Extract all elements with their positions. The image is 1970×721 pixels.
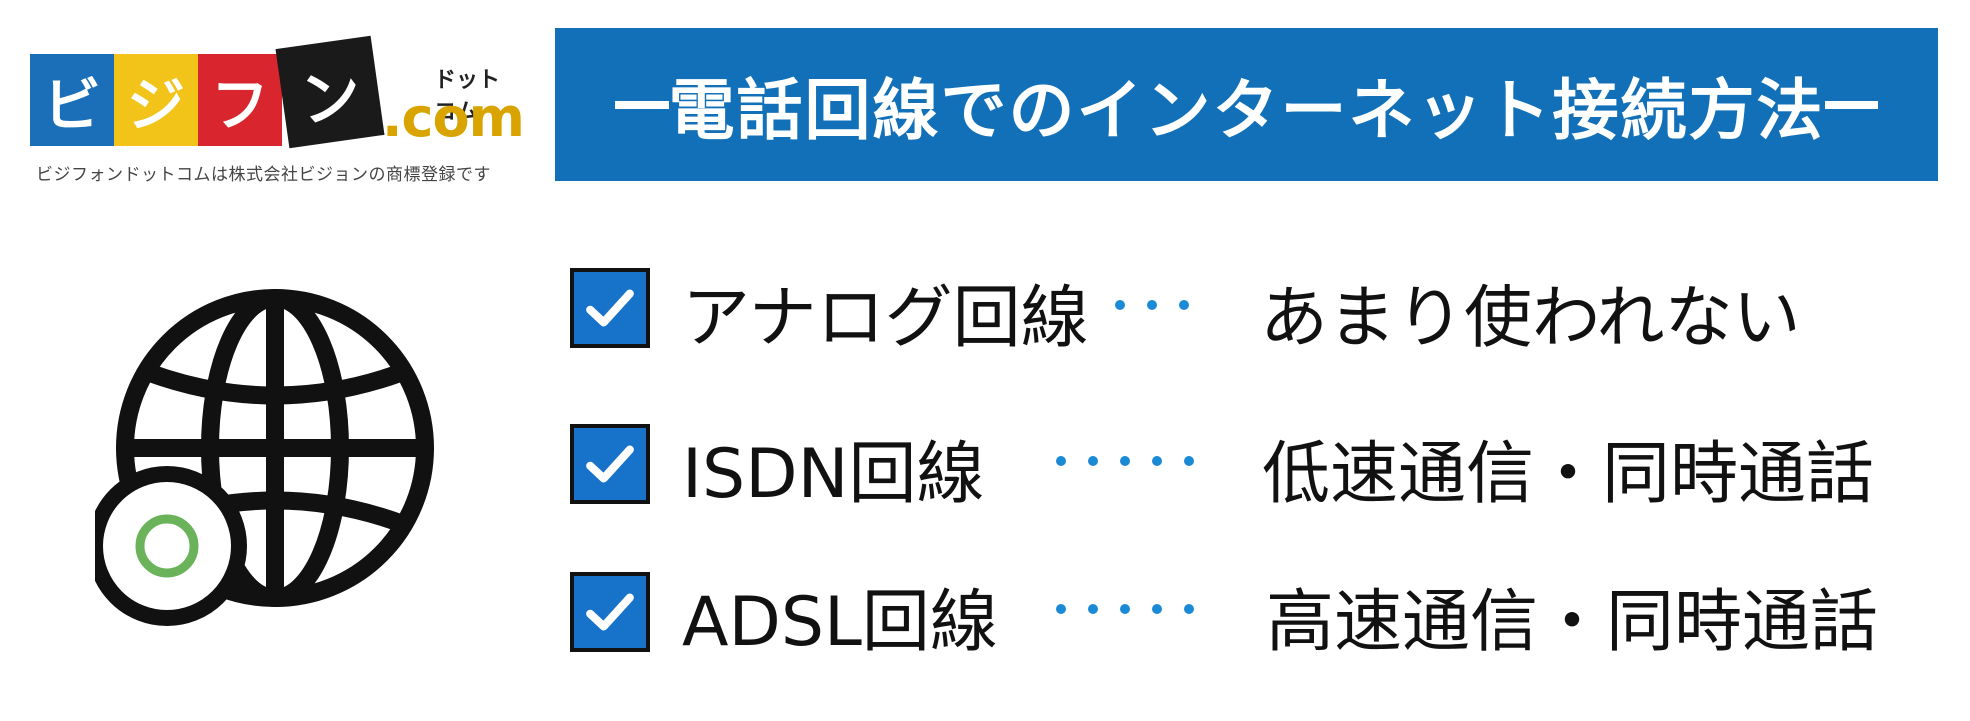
logo-tile-4: ン — [275, 35, 385, 149]
leader-dots — [1056, 456, 1194, 466]
leader-dots — [1115, 300, 1189, 310]
logo-dotcom: .com — [382, 86, 525, 149]
checkbox-checked[interactable] — [570, 424, 650, 504]
logo-tile-3: フ — [198, 54, 282, 146]
leader-dots — [1056, 604, 1194, 614]
list-item: アナログ回線 あまり使われない — [570, 258, 1930, 358]
logo-kana: ドットコム — [434, 68, 501, 125]
banner-dash-left — [615, 100, 669, 109]
globe-icon — [95, 289, 434, 626]
line-type-description: 低速通信・同時通話 — [1262, 435, 1875, 514]
line-type-label: ISDN回線 — [682, 435, 985, 514]
line-type-label: ADSL回線 — [682, 583, 998, 662]
trademark-note: ビジフォンドットコムは株式会社ビジョンの商標登録です — [36, 165, 491, 185]
bizphone-logo: ビ ジ フ ン ドットコム .com ビジフォンドットコムは株式会社ビジョンの商… — [30, 35, 525, 192]
checkbox-checked[interactable] — [570, 268, 650, 348]
banner-dash-right — [1824, 100, 1878, 109]
line-type-description: 高速通信・同時通話 — [1266, 583, 1879, 662]
line-type-description: あまり使われない — [1260, 279, 1801, 358]
ring-badge-icon — [95, 466, 247, 626]
page-title: 電話回線でのインターネット接続方法 — [668, 71, 1825, 149]
line-type-label: アナログ回線 — [682, 279, 1089, 358]
check-icon — [586, 593, 634, 631]
logo-tile-1: ビ — [30, 54, 114, 146]
list-item: ADSL回線 高速通信・同時通話 — [570, 562, 1930, 662]
logo-tiles: ビ ジ フ ン — [30, 35, 385, 154]
title-banner: 電話回線でのインターネット接続方法 — [555, 28, 1938, 181]
logo-tile-2: ジ — [114, 54, 198, 146]
checkbox-checked[interactable] — [570, 572, 650, 652]
check-icon — [586, 445, 634, 483]
list-item: ISDN回線 低速通信・同時通話 — [570, 414, 1930, 514]
check-icon — [586, 289, 634, 327]
